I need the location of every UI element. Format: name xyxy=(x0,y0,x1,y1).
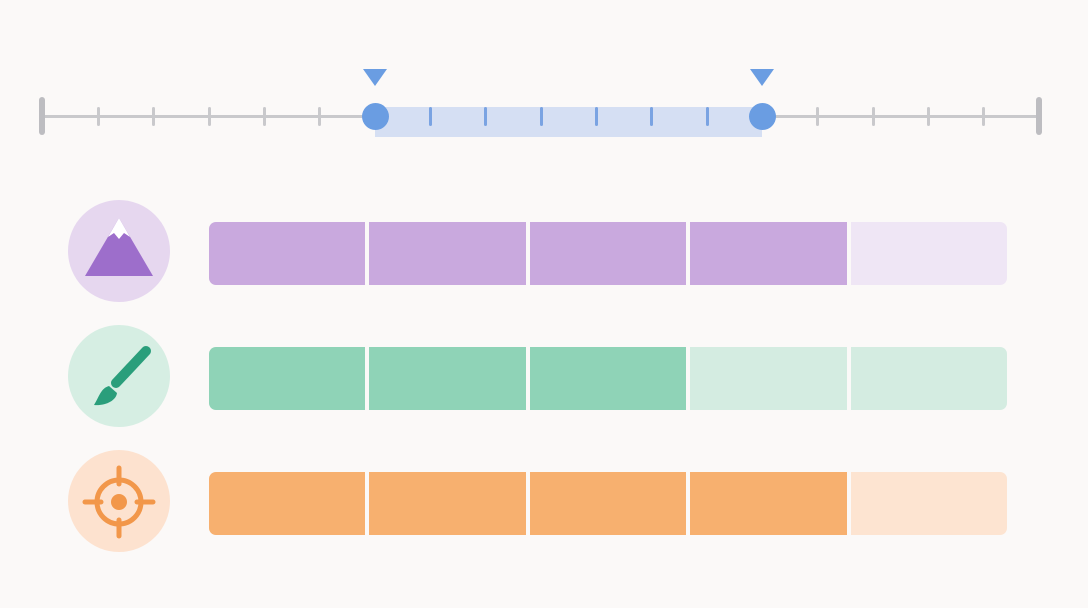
slider-tick xyxy=(816,107,820,126)
rating-segment-empty[interactable] xyxy=(850,222,1008,285)
slider-tick xyxy=(926,107,930,126)
rating-bar-crosshair[interactable] xyxy=(209,472,1008,535)
rating-segment-filled[interactable] xyxy=(529,472,687,535)
paintbrush-icon xyxy=(94,346,151,406)
slider-tick xyxy=(318,107,322,126)
crosshair-icon-badge xyxy=(68,450,170,552)
slider-tick xyxy=(96,107,100,126)
rating-segment-empty[interactable] xyxy=(850,472,1008,535)
slider-selected-range xyxy=(375,107,763,137)
slider-tick xyxy=(594,107,598,126)
rating-segment-filled[interactable] xyxy=(690,472,847,535)
slider-tick xyxy=(152,107,156,126)
mountain-icon xyxy=(85,218,153,276)
rating-segment-filled[interactable] xyxy=(209,347,366,410)
slider-tick xyxy=(871,107,875,126)
mountain-icon-badge xyxy=(68,200,170,302)
slider-tick xyxy=(207,107,211,126)
range-slider[interactable] xyxy=(0,0,1088,160)
slider-min-cap xyxy=(39,97,45,135)
rating-segment-filled[interactable] xyxy=(369,222,526,285)
slider-tick xyxy=(982,107,986,126)
rating-segment-filled[interactable] xyxy=(209,472,366,535)
range-end-marker-icon xyxy=(750,69,775,86)
rating-segment-empty[interactable] xyxy=(690,347,847,410)
rating-segment-filled[interactable] xyxy=(369,472,526,535)
rating-segment-filled[interactable] xyxy=(529,347,687,410)
rating-row-paintbrush xyxy=(0,325,1088,429)
range-start-marker-icon xyxy=(363,69,387,86)
slider-tick xyxy=(484,107,488,126)
slider-tick xyxy=(705,107,709,126)
rating-bar-mountain[interactable] xyxy=(209,222,1008,285)
slider-max-cap xyxy=(1036,97,1042,135)
rating-segment-empty[interactable] xyxy=(850,347,1008,410)
rating-segment-filled[interactable] xyxy=(369,347,526,410)
range-start-handle[interactable] xyxy=(361,103,389,130)
rating-segment-filled[interactable] xyxy=(690,222,847,285)
slider-tick xyxy=(650,107,654,126)
rating-bar-paintbrush[interactable] xyxy=(209,347,1008,410)
slider-tick xyxy=(262,107,266,126)
rating-row-mountain xyxy=(0,200,1088,304)
rating-segment-filled[interactable] xyxy=(529,222,687,285)
paintbrush-icon-badge xyxy=(68,325,170,427)
range-end-handle[interactable] xyxy=(748,103,776,130)
rating-row-crosshair xyxy=(0,450,1088,554)
slider-tick xyxy=(539,107,543,126)
rating-segment-filled[interactable] xyxy=(209,222,366,285)
crosshair-icon xyxy=(82,465,156,539)
slider-tick xyxy=(428,107,432,126)
